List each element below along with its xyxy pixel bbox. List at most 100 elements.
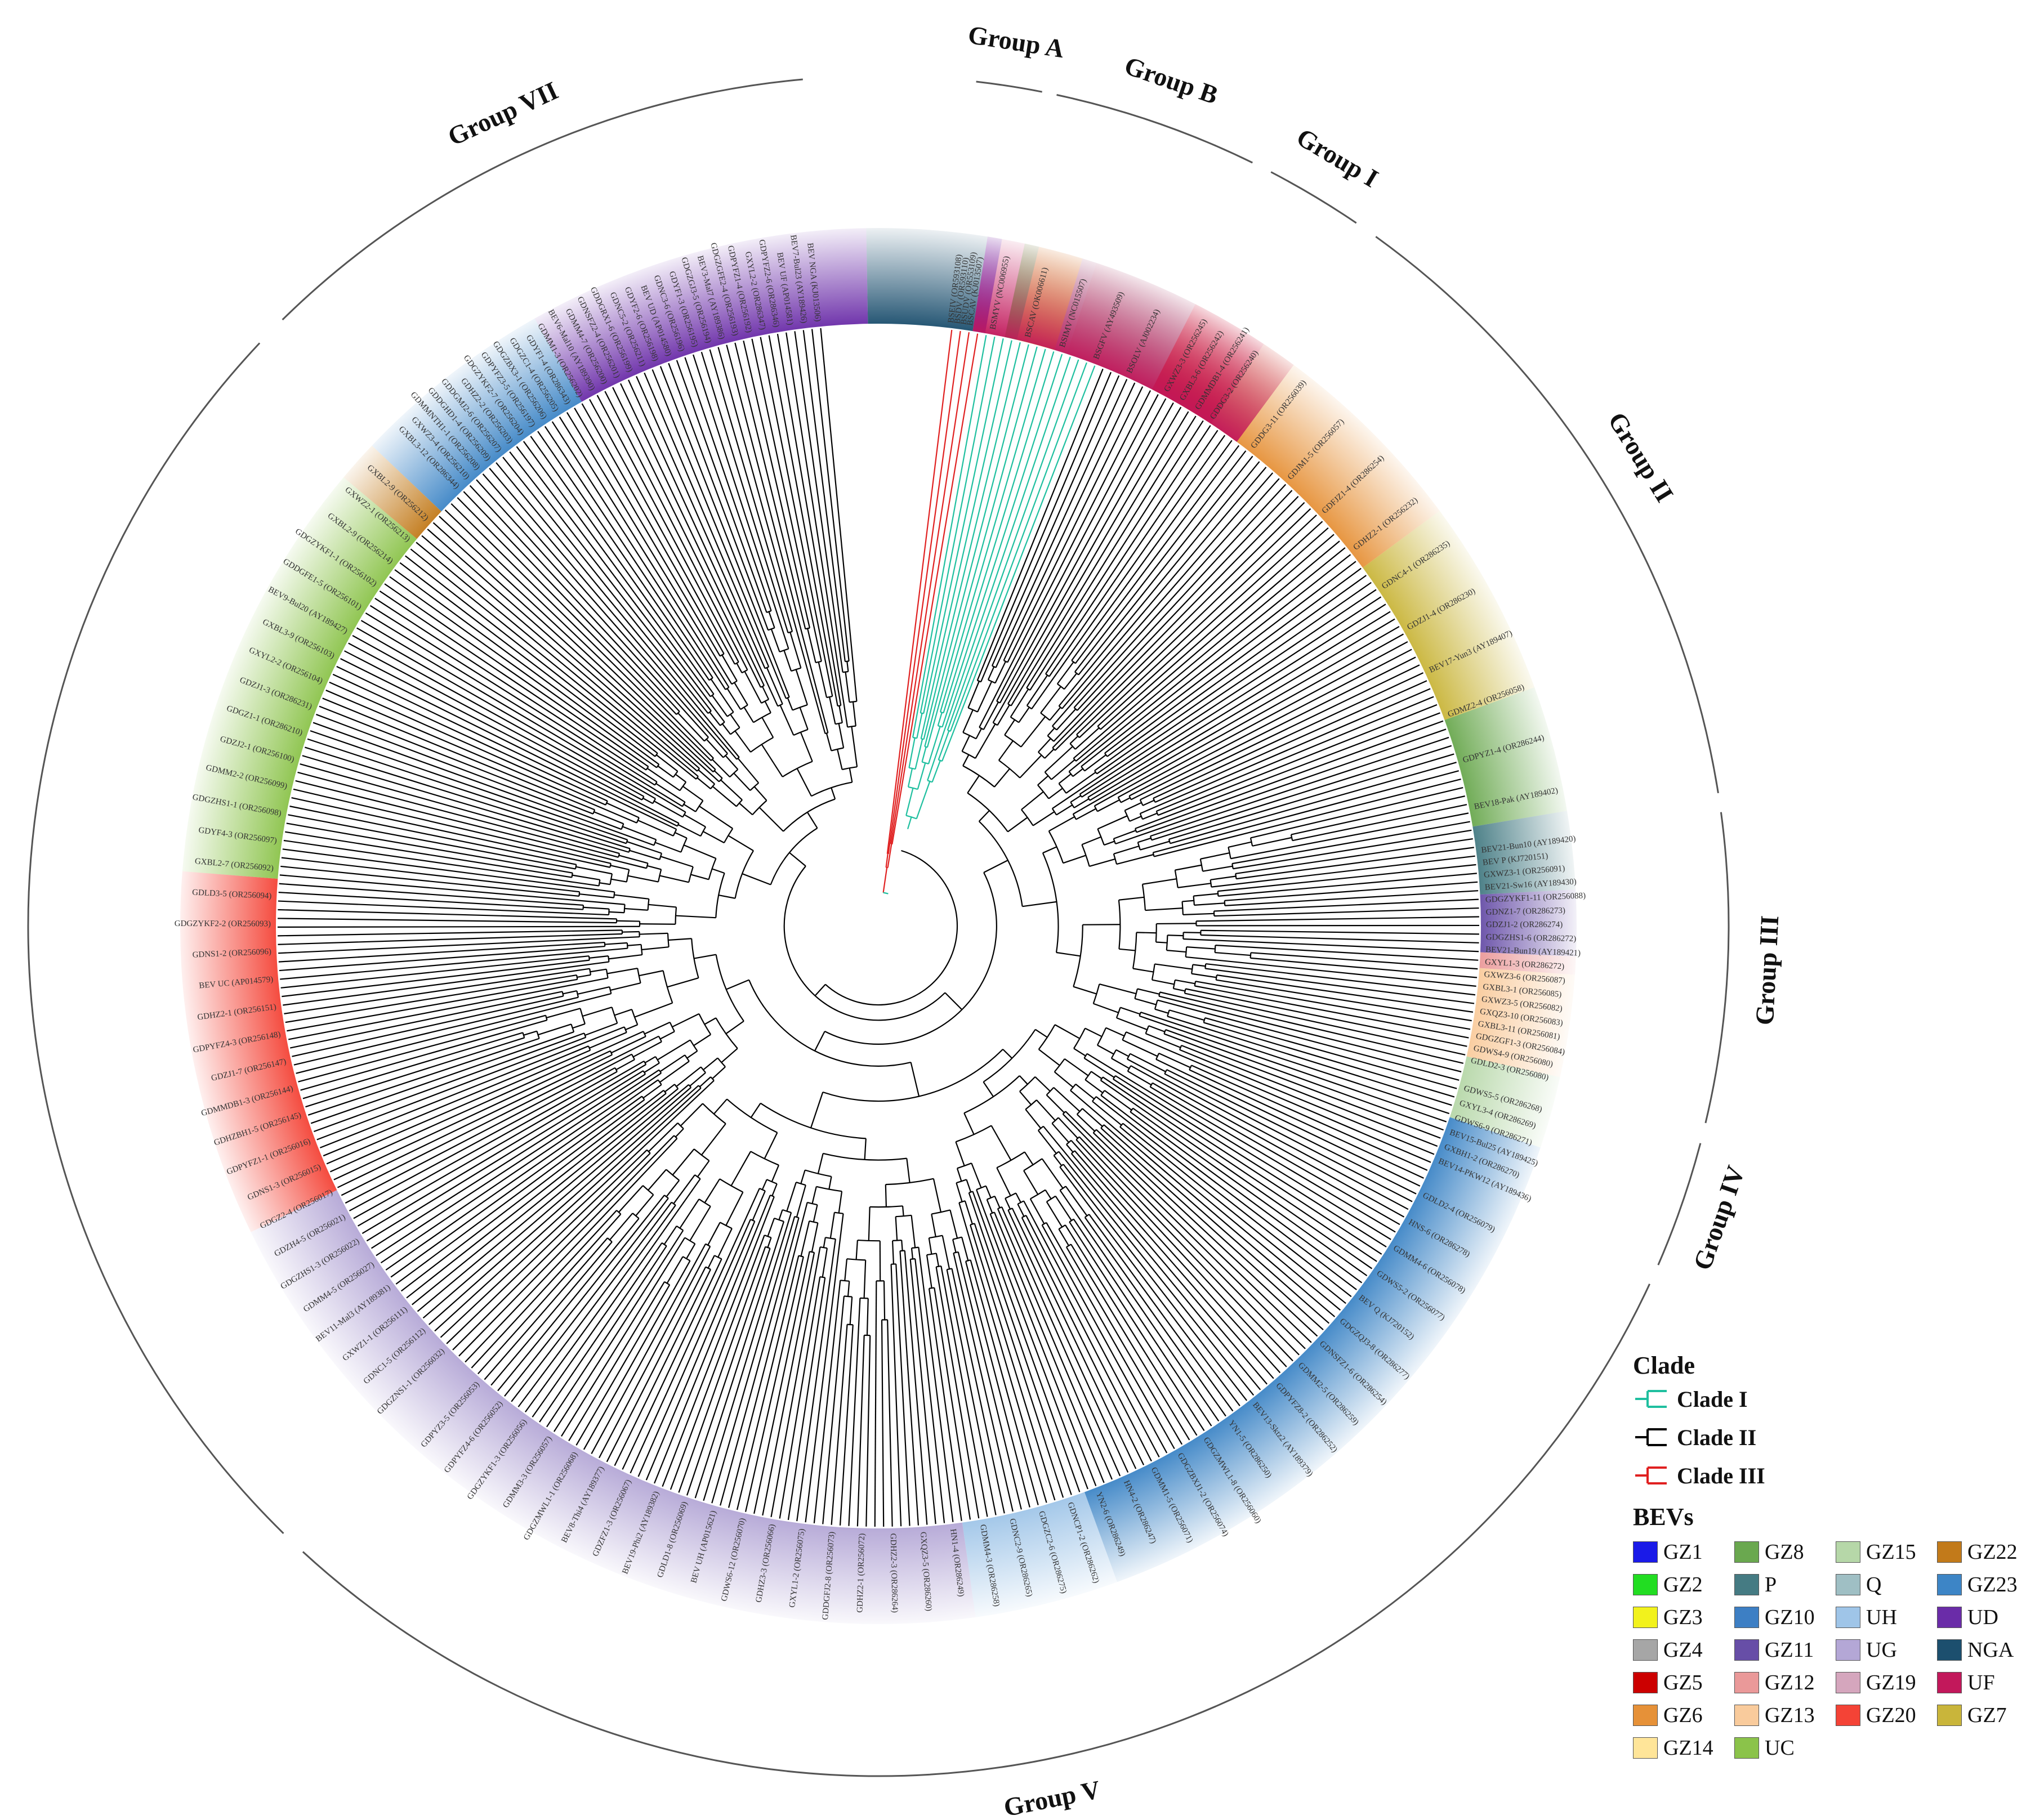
highlight-uc: [182, 477, 417, 879]
color-swatch: [1836, 1541, 1860, 1563]
color-swatch: [1937, 1574, 1962, 1595]
color-swatch: [1836, 1672, 1860, 1693]
bev-legend-item: Q: [1836, 1568, 1937, 1601]
bev-legend-label: Q: [1866, 1573, 1882, 1597]
bev-legend-item: GZ4: [1633, 1634, 1734, 1666]
bev-legend-label: GZ3: [1663, 1606, 1703, 1629]
bev-legend-label: GZ6: [1663, 1703, 1703, 1727]
highlight-gz15: [1449, 1056, 1560, 1148]
group-arc-iii: [1704, 812, 1730, 1124]
group-label-v: Group V: [1001, 1775, 1103, 1820]
bev-legend-item: GZ15: [1836, 1536, 1937, 1568]
group-label-iv: Group IV: [1688, 1162, 1750, 1273]
color-swatch: [1836, 1639, 1860, 1661]
bev-legend-item: GZ8: [1734, 1536, 1836, 1568]
highlight-gz11: [1480, 889, 1577, 957]
group-arc-i: [1270, 171, 1357, 224]
tip-label: GDZJ1-2 (OR286274): [1486, 920, 1563, 929]
clade-legend-label: Clade III: [1677, 1463, 1765, 1488]
color-swatch: [1633, 1574, 1658, 1595]
color-swatch: [1633, 1541, 1658, 1563]
group-arc-vii: [282, 78, 803, 321]
tip-label: GDNS1-2 (OR256096): [192, 947, 271, 960]
clade-highlight-layer: [180, 228, 1577, 1624]
color-swatch: [1836, 1574, 1860, 1595]
group-arc-a: [976, 81, 1042, 93]
bev-legend-label: GZ13: [1765, 1703, 1815, 1727]
group-label-b: Group B: [1121, 51, 1222, 109]
bev-legend-label: UG: [1866, 1638, 1897, 1662]
bev-legend-item: GZ22: [1937, 1536, 2038, 1568]
highlight-uh: [962, 1492, 1118, 1617]
tip-label: GDHZ2-1 (OR256072): [855, 1533, 867, 1613]
tree-branches: [277, 328, 1480, 1527]
group-label-vii: Group VII: [443, 76, 562, 151]
bev-legend-label: GZ14: [1663, 1736, 1713, 1760]
bev-legend-item: GZ11: [1734, 1634, 1836, 1666]
bev-legend-item: GZ7: [1937, 1699, 2038, 1732]
highlight-gz6: [1211, 343, 1440, 568]
color-swatch: [1937, 1607, 1962, 1628]
color-swatch: [1734, 1574, 1759, 1595]
bev-legend-item: UC: [1734, 1732, 1836, 1764]
tip-label: BEV21-Bun19 (AY189421): [1485, 945, 1581, 958]
group-label-iii: Group III: [1750, 915, 1784, 1026]
bev-legend-label: GZ2: [1663, 1573, 1703, 1597]
group-arc-iv: [1657, 1143, 1702, 1265]
bev-legend-item: GZ20: [1836, 1699, 1937, 1732]
color-swatch: [1734, 1705, 1759, 1726]
clade-legend-item: Clade I: [1633, 1380, 2038, 1418]
color-swatch: [1734, 1607, 1759, 1628]
bev-legend-label: GZ19: [1866, 1671, 1916, 1694]
tip-label: GDLD3-5 (OR256094): [192, 888, 272, 901]
bev-legend-label: GZ22: [1967, 1540, 2018, 1564]
highlight-nga: [866, 228, 988, 332]
group-arc-vi: [27, 342, 284, 1534]
bev-legend-label: GZ5: [1663, 1671, 1703, 1694]
color-swatch: [1633, 1607, 1658, 1628]
bev-legend-label: GZ23: [1967, 1573, 2018, 1597]
group-arc-b: [1056, 94, 1253, 164]
highlight-gz22: [343, 445, 441, 539]
color-swatch: [1633, 1639, 1658, 1661]
bracket-icon: [1635, 1466, 1667, 1484]
bev-legend-label: NGA: [1967, 1638, 2014, 1662]
highlight-ud: [534, 228, 868, 402]
tip-label: GDGZYKF2-2 (OR256093): [175, 919, 271, 928]
group-arc-v: [302, 1284, 1650, 1777]
clade-legend-label: Clade II: [1677, 1424, 1757, 1450]
color-swatch: [1937, 1672, 1962, 1693]
highlight-uf: [972, 236, 1294, 442]
clade-legend-item: Clade II: [1633, 1418, 2038, 1456]
bev-legend-item: UH: [1836, 1601, 1937, 1634]
bev-legend-label: GZ15: [1866, 1540, 1916, 1564]
bev-legend-item: GZ23: [1937, 1568, 2038, 1601]
color-swatch: [1633, 1737, 1658, 1759]
color-swatch: [1734, 1737, 1759, 1759]
group-label-vi: Group VI: [0, 890, 5, 998]
bev-legend-item: GZ10: [1734, 1601, 1836, 1634]
bev-legend-item: P: [1734, 1568, 1836, 1601]
bev-legend-label: UC: [1765, 1736, 1795, 1760]
bev-legend-label: GZ20: [1866, 1703, 1916, 1727]
color-swatch: [1633, 1705, 1658, 1726]
clade-legend: Clade I Clade II Clade III: [1633, 1380, 2038, 1495]
color-swatch: [1937, 1705, 1962, 1726]
bev-legend-label: UH: [1866, 1606, 1897, 1629]
group-arc-ii: [1375, 236, 1719, 794]
bev-legend-label: GZ12: [1765, 1671, 1815, 1694]
tip-label: GDNZ1-7 (OR286273): [1486, 906, 1566, 917]
tip-label: GDGZHS1-6 (OR286272): [1486, 933, 1577, 943]
tip-label: GDGZYKF1-11 (OR256088): [1485, 891, 1586, 905]
color-swatch: [1836, 1607, 1860, 1628]
highlight-ug: [251, 1190, 976, 1624]
bev-legend-item: UG: [1836, 1634, 1937, 1666]
bev-legend-item: GZ3: [1633, 1601, 1734, 1634]
bev-legend-label: GZ8: [1765, 1540, 1804, 1564]
bev-legend-item: GZ12: [1734, 1666, 1836, 1699]
color-swatch: [1937, 1541, 1962, 1563]
color-swatch: [1836, 1705, 1860, 1726]
color-swatch: [1633, 1672, 1658, 1693]
